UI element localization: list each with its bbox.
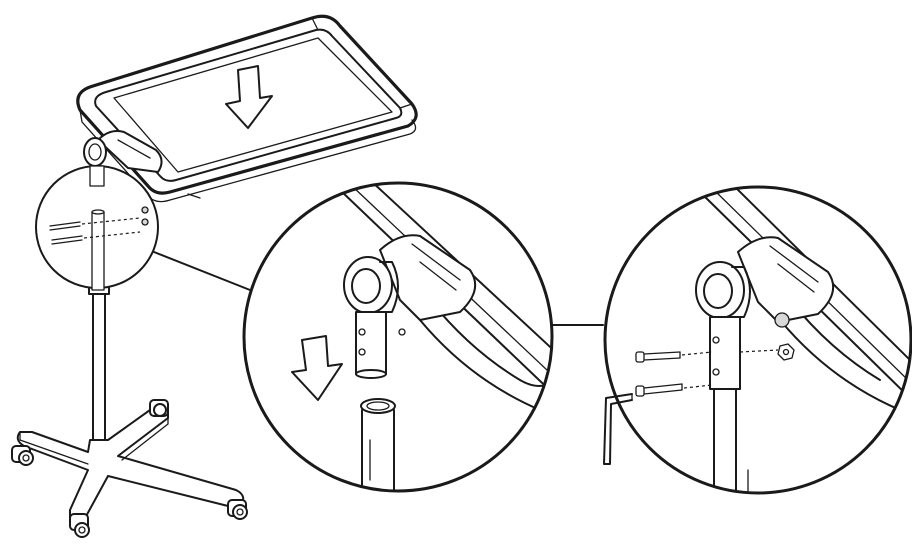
caster-wheel: [69, 513, 90, 538]
tray-surface-edge: [113, 37, 393, 173]
caster-base: [11, 399, 248, 538]
caster-wheel: [11, 445, 34, 466]
mounting-bolt: [49, 221, 83, 245]
caster-wheel: [149, 399, 169, 417]
tray-mount-bracket: [83, 130, 201, 199]
down-arrow-icon: [291, 335, 343, 401]
hex-key: [603, 393, 633, 465]
hex-nut: [141, 206, 149, 226]
hex-nut: [774, 312, 790, 328]
tray-inner-rim: [94, 28, 403, 182]
mounting-bolt: [635, 351, 681, 363]
down-arrow-icon: [225, 65, 273, 129]
hex-nut: [777, 343, 795, 361]
detail-circle-small: [35, 165, 159, 291]
mounting-bolt: [635, 383, 683, 397]
caster-wheel: [227, 499, 248, 520]
detail-circle-insert-pole: [242, 181, 554, 493]
leader-line: [153, 251, 251, 291]
tray-outer-rim: [76, 14, 418, 195]
detail-circle-fasten-bolts: [603, 185, 912, 495]
